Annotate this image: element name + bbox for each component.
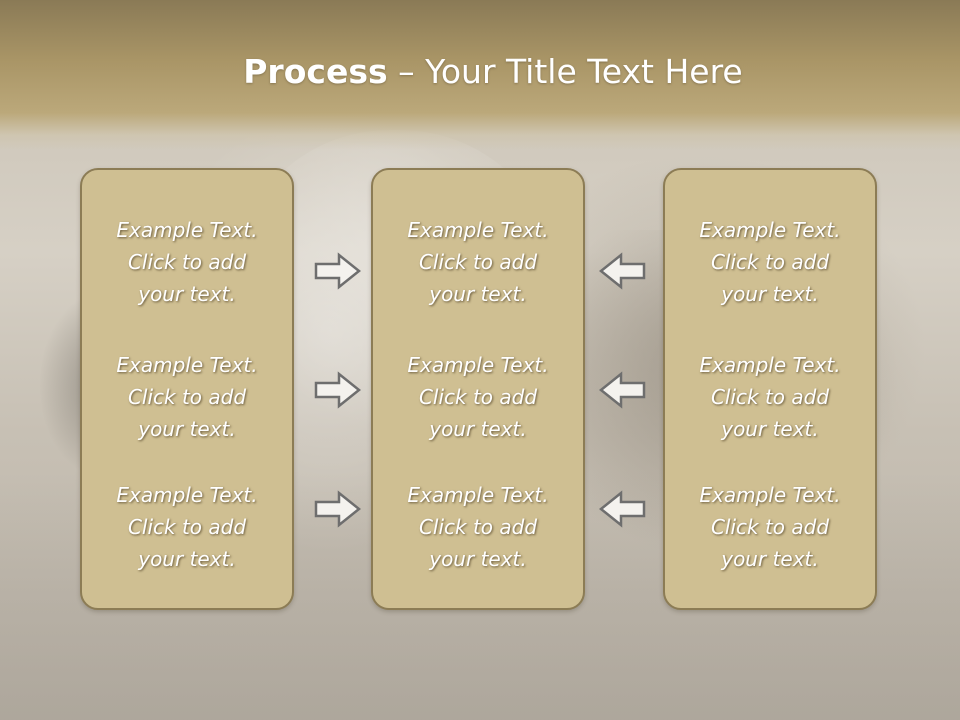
- text-block[interactable]: Example Text. Click to add your text.: [82, 349, 292, 445]
- text-line: Click to add: [418, 385, 538, 409]
- left-text-panel[interactable]: Example Text. Click to add your text. Ex…: [80, 168, 294, 610]
- slide-title[interactable]: Process – Your Title Text Here: [0, 52, 960, 91]
- arrow-right-icon: [313, 490, 363, 528]
- text-line: your text.: [429, 417, 527, 441]
- text-line: Click to add: [127, 250, 247, 274]
- text-line: Example Text.: [116, 483, 258, 507]
- text-line: Example Text.: [407, 218, 549, 242]
- text-block[interactable]: Example Text. Click to add your text.: [665, 214, 875, 310]
- text-line: your text.: [721, 547, 819, 571]
- text-line: your text.: [138, 547, 236, 571]
- arrow-left-icon: [597, 371, 647, 409]
- text-line: Click to add: [710, 385, 830, 409]
- text-line: Click to add: [418, 250, 538, 274]
- text-block[interactable]: Example Text. Click to add your text.: [373, 349, 583, 445]
- arrow-left-icon: [597, 252, 647, 290]
- text-block[interactable]: Example Text. Click to add your text.: [373, 479, 583, 575]
- text-line: Click to add: [710, 515, 830, 539]
- text-line: Click to add: [418, 515, 538, 539]
- arrow-right-icon: [313, 371, 363, 409]
- text-line: Example Text.: [699, 483, 841, 507]
- text-line: Example Text.: [699, 218, 841, 242]
- text-line: Click to add: [127, 515, 247, 539]
- center-text-panel[interactable]: Example Text. Click to add your text. Ex…: [371, 168, 585, 610]
- text-block[interactable]: Example Text. Click to add your text.: [82, 479, 292, 575]
- text-line: your text.: [138, 417, 236, 441]
- text-block[interactable]: Example Text. Click to add your text.: [82, 214, 292, 310]
- text-line: Example Text.: [116, 353, 258, 377]
- text-line: Example Text.: [116, 218, 258, 242]
- text-line: your text.: [429, 547, 527, 571]
- text-line: your text.: [721, 282, 819, 306]
- text-block[interactable]: Example Text. Click to add your text.: [665, 479, 875, 575]
- arrow-right-icon: [313, 252, 363, 290]
- title-text: Your Title Text Here: [425, 52, 743, 91]
- text-line: Click to add: [710, 250, 830, 274]
- text-line: Example Text.: [699, 353, 841, 377]
- text-block[interactable]: Example Text. Click to add your text.: [373, 214, 583, 310]
- text-line: Example Text.: [407, 483, 549, 507]
- arrow-left-icon: [597, 490, 647, 528]
- right-text-panel[interactable]: Example Text. Click to add your text. Ex…: [663, 168, 877, 610]
- text-line: Click to add: [127, 385, 247, 409]
- text-line: your text.: [138, 282, 236, 306]
- title-separator: –: [387, 52, 426, 91]
- text-line: your text.: [721, 417, 819, 441]
- text-line: your text.: [429, 282, 527, 306]
- text-line: Example Text.: [407, 353, 549, 377]
- title-band: [0, 0, 960, 150]
- text-block[interactable]: Example Text. Click to add your text.: [665, 349, 875, 445]
- title-bold-part: Process: [243, 52, 388, 91]
